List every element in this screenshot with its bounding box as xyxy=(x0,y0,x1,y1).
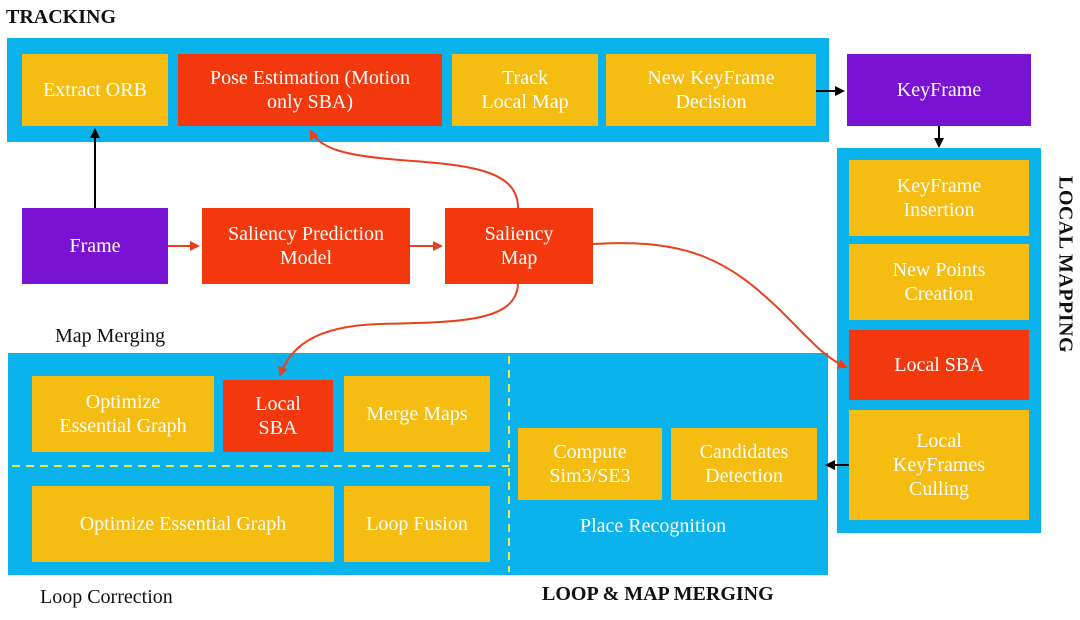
tracking-title: TRACKING xyxy=(6,6,117,28)
optimize-essential-graph-loop-box: Optimize Essential Graph xyxy=(32,486,334,562)
track-local-map-box: Track Local Map xyxy=(452,54,598,126)
frame-box: Frame xyxy=(22,208,168,284)
loop-fusion-box: Loop Fusion xyxy=(344,486,490,562)
local-sba-box: Local SBA xyxy=(849,330,1029,400)
loop-correction-label: Loop Correction xyxy=(40,586,173,608)
loop-map-merging-title: LOOP & MAP MERGING xyxy=(542,583,774,605)
merge-maps-box: Merge Maps xyxy=(344,376,490,452)
saliency-map-to-pose-arrow xyxy=(309,129,519,209)
map-merging-label: Map Merging xyxy=(55,325,166,347)
place-recognition-label: Place Recognition xyxy=(580,515,727,537)
optimize-essential-graph-merge-box: Optimize Essential Graph xyxy=(32,376,214,452)
local-mapping-title: LOCAL MAPPING xyxy=(1054,176,1077,354)
local-keyframes-culling-box: Local KeyFrames Culling xyxy=(849,410,1029,520)
keyframe-box: KeyFrame xyxy=(847,54,1031,126)
pose-estimation-box: Pose Estimation (Motion only SBA) xyxy=(178,54,442,126)
saliency-map-to-merge-sba-arrow xyxy=(278,283,519,377)
extract-orb-box: Extract ORB xyxy=(22,54,168,126)
compute-sim3-box: Compute Sim3/SE3 xyxy=(518,428,662,500)
new-points-creation-box: New Points Creation xyxy=(849,244,1029,320)
keyframe-insertion-box: KeyFrame Insertion xyxy=(849,160,1029,236)
new-keyframe-decision-box: New KeyFrame Decision xyxy=(606,54,816,126)
map-merging-local-sba-box: Local SBA xyxy=(223,380,333,452)
saliency-prediction-model-box: Saliency Prediction Model xyxy=(202,208,410,284)
saliency-map-box: Saliency Map xyxy=(445,208,593,284)
saliency-map-to-local-sba-arrow xyxy=(592,242,848,369)
candidates-detection-box: Candidates Detection xyxy=(671,428,817,500)
